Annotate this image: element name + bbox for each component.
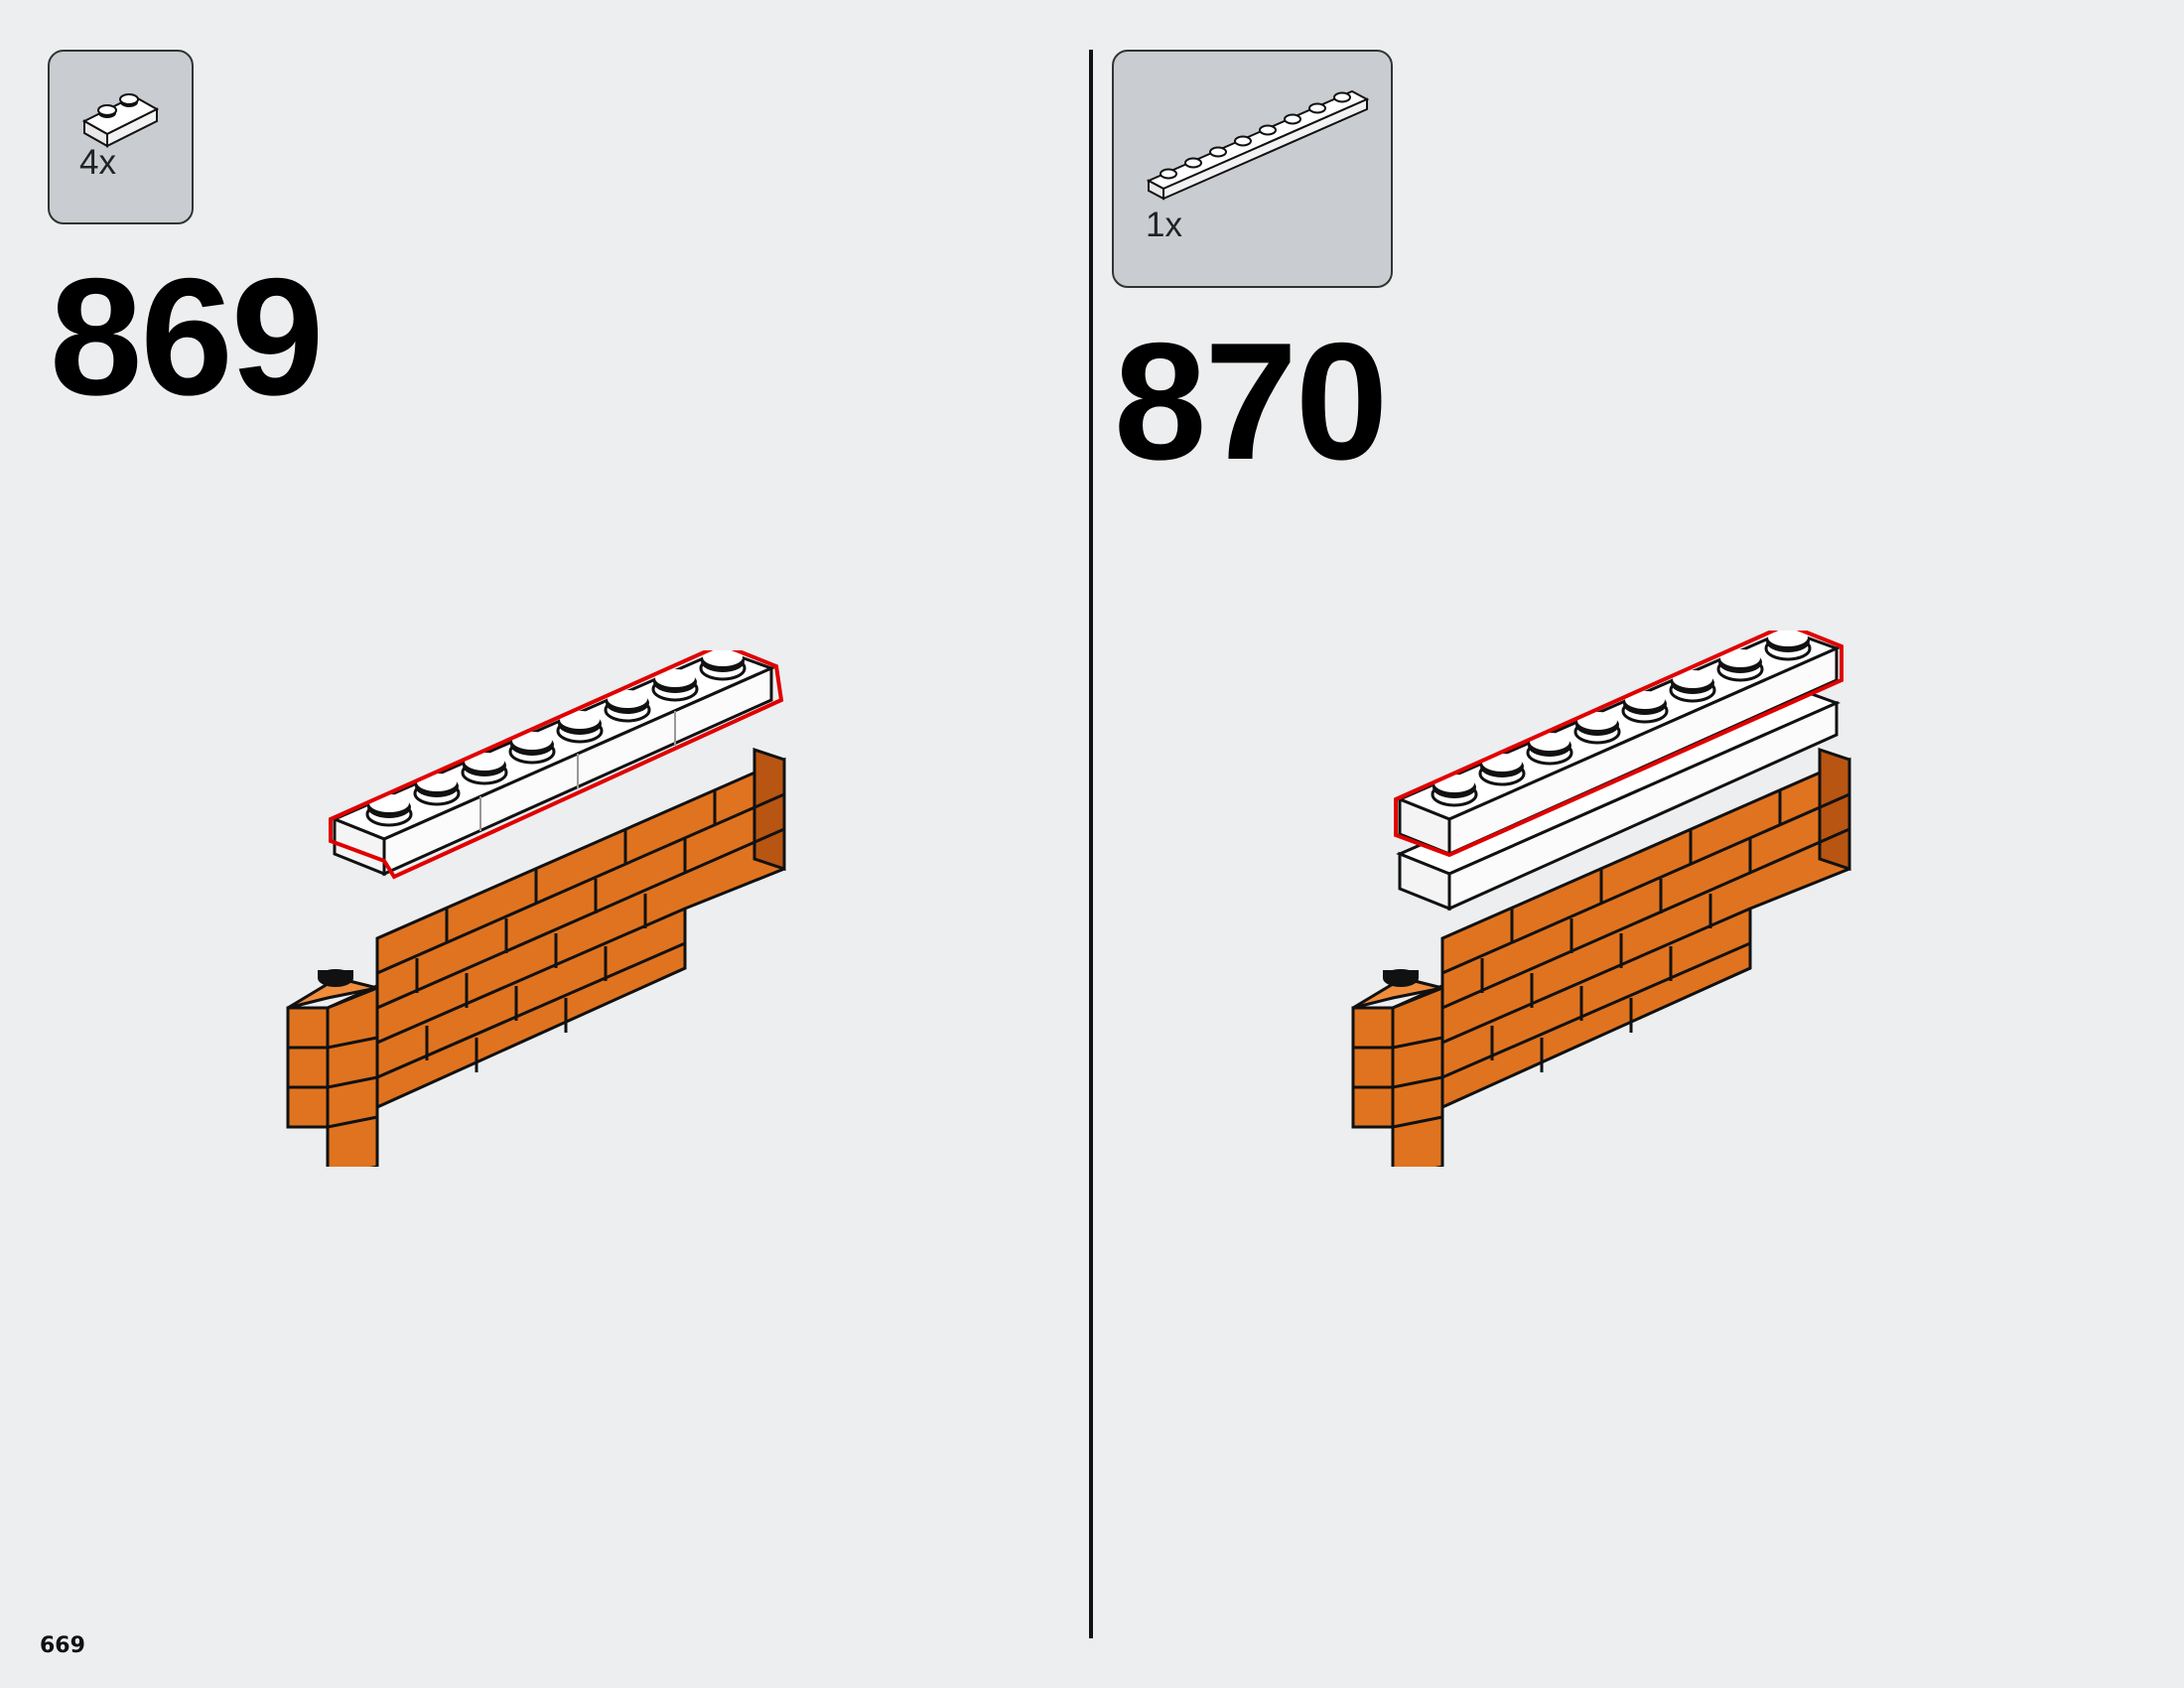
parts-callout-870: 1x <box>1112 50 1393 288</box>
step-number-870: 870 <box>1114 308 1388 494</box>
plate-1x2-rail-icon <box>81 93 160 148</box>
page-number: 669 <box>40 1633 85 1658</box>
white-plates-added <box>329 650 784 880</box>
step-number-869: 869 <box>50 243 324 430</box>
plate-1x8-icon <box>1146 89 1370 201</box>
step-divider <box>1089 50 1093 1638</box>
parts-callout-869: 4x <box>48 50 194 224</box>
part-quantity: 4x <box>79 143 116 182</box>
step-869-model <box>286 650 786 1167</box>
white-plate-1x8-added <box>1394 631 1843 858</box>
part-quantity: 1x <box>1146 206 1182 244</box>
step-870-model <box>1351 631 1851 1167</box>
